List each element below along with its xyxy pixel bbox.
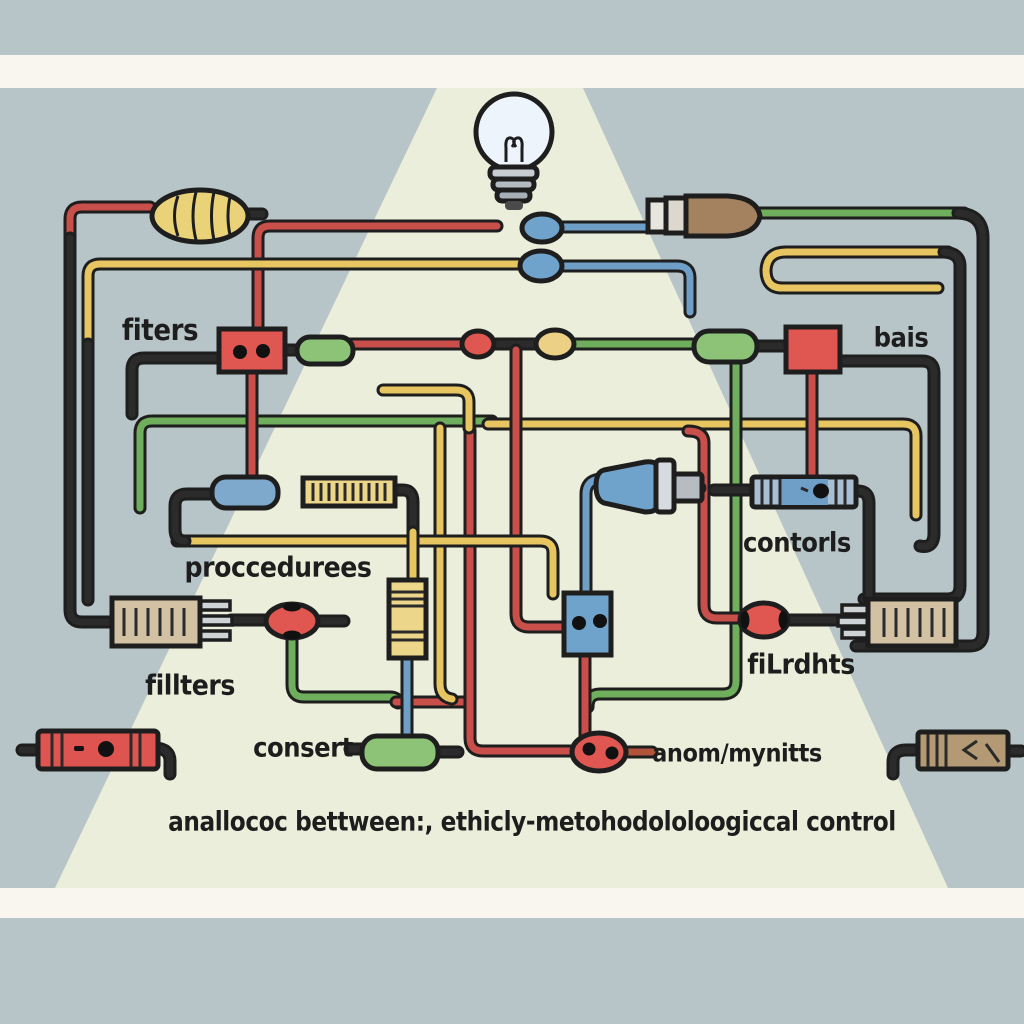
light-bulb-glass (473, 91, 555, 173)
red-node-right-notch-left (740, 611, 750, 629)
wire-green-mid-horizontal (136, 417, 496, 512)
red-node-left-notch-bottom (283, 630, 301, 640)
wire-black-hres-stub (390, 486, 417, 542)
wire-yellow-horizontal-541 (173, 537, 557, 598)
caption-text: anallococ bettween:, ethicly-metohodolol… (168, 806, 896, 838)
horizontal-striped-resistor (300, 475, 398, 509)
funnel-gray-ring (653, 457, 677, 515)
red-oval-mid (459, 328, 497, 360)
wire-black-redbox-left (128, 354, 224, 418)
green-pill-small (294, 334, 356, 367)
wire-yellow-left-horizontal (84, 260, 522, 356)
blue-node-a (519, 211, 565, 245)
wire-black-bluepill-left-outline (168, 487, 221, 548)
wire-yellow-hairpin-outline (759, 245, 955, 295)
tan-connector-left-ticks (122, 608, 186, 636)
red-resistor-stripes (50, 733, 142, 767)
red-node-left-notch-top (283, 602, 301, 612)
blue-node-b (517, 248, 565, 284)
blue-junction-box-dot1 (572, 616, 586, 630)
tan-connector-left-pin3 (198, 629, 232, 642)
bottom-white-stripe (0, 888, 1024, 918)
wire-red-top-left-outline (63, 200, 157, 252)
light-bulb-filament-icon (504, 136, 524, 162)
components (35, 91, 1011, 774)
tan-connector-left-pin2 (198, 614, 234, 627)
blue-capacitor-dash (800, 486, 809, 493)
top-white-stripe (0, 55, 1024, 88)
green-pill-consert (359, 733, 441, 772)
red-node-anom (569, 730, 629, 774)
tan-resistor-angle-mark (961, 739, 1001, 763)
wire-red-topmid-outline (251, 219, 504, 339)
red-square (783, 324, 843, 375)
wire-black-left-vertical (66, 234, 116, 626)
red-resistor-dash (74, 746, 84, 751)
brown-plug-body (683, 193, 763, 239)
red-node-right-notch-right (778, 611, 788, 629)
red-node-right (737, 600, 791, 640)
coil-resistor (149, 187, 251, 245)
label-proccedurees: proccedurees (184, 550, 372, 584)
red-junction-box-dot2 (256, 344, 270, 358)
wire-red-topmid (254, 222, 501, 336)
tan-resistor-stripes (926, 734, 948, 767)
blue-capacitor-stripes (760, 479, 847, 505)
label-anommynitts: anom/mynitts (652, 738, 822, 768)
wire-yellow-hairpin (762, 248, 952, 292)
yellow-oval-mid (533, 327, 577, 361)
red-node-anom-dot1 (582, 742, 596, 756)
vertical-resistor-stripes (391, 590, 424, 642)
wire-red-tall-vertical (466, 426, 579, 755)
wire-blue-node-b (556, 262, 694, 316)
red-resistor-bottom-left (35, 728, 161, 772)
coil-resistor-stripes (173, 191, 232, 241)
label-consert: consert (253, 732, 353, 764)
wire-black-plug-down (852, 209, 987, 650)
blue-junction-box-dot2 (593, 614, 607, 628)
red-junction-box (216, 326, 288, 375)
red-junction-box-dot1 (233, 345, 247, 359)
wire-black-square-right (835, 357, 938, 550)
wire-red-t-stem (512, 346, 570, 631)
light-bulb-base-band3 (494, 187, 533, 204)
wire-red-right-vertical (684, 427, 748, 622)
wire-black-bluepill-left (171, 490, 218, 545)
label-contorls: contorls (743, 527, 851, 559)
label-filrdhts: fiLrdhts (747, 647, 855, 681)
funnel-gray-tip (671, 471, 705, 504)
wire-yellow-vertical-440 (436, 424, 456, 703)
wire-black-redbox-left-outline (125, 351, 227, 421)
blue-funnel-plug (593, 459, 659, 515)
label-bais: bais (873, 322, 929, 354)
horizontal-resistor-hatch (311, 483, 387, 501)
wire-blue-node-b-outline (553, 259, 697, 319)
blue-junction-box (561, 590, 614, 658)
green-pill-right (691, 328, 760, 365)
label-fiters: fiters (121, 313, 199, 347)
tan-connector-right-ticks (882, 608, 946, 637)
red-resistor-dot (98, 741, 114, 757)
light-bulb-base-nub (505, 201, 523, 210)
wire-yellow-mid-horizontal (484, 420, 920, 519)
red-node-anom-dot2 (605, 746, 619, 760)
label-fillters: fillters (145, 668, 235, 702)
blue-pill (209, 474, 281, 511)
wire-yellow-seg-390 (379, 386, 473, 432)
wire-green-leftoval-stem-outline (285, 630, 405, 710)
tan-connector-left-pin1 (198, 599, 232, 612)
wires (15, 200, 1024, 781)
wire-red-top-left (66, 203, 154, 249)
blue-capacitor-dot (813, 483, 829, 499)
wire-black-brres-hook (889, 746, 924, 778)
